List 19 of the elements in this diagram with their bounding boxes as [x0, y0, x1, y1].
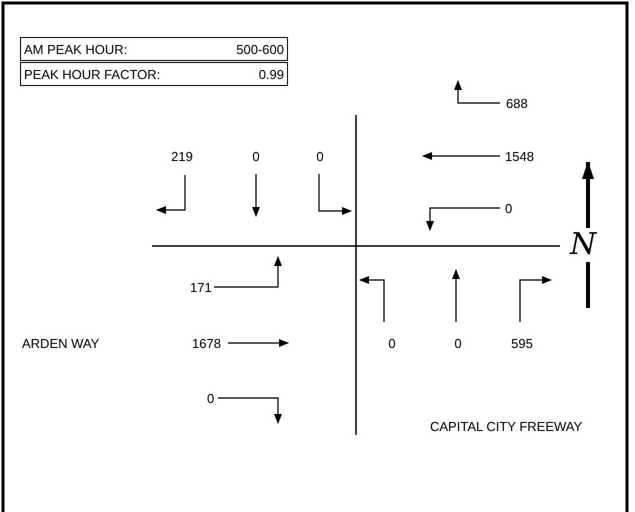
traffic-volume: 0 — [505, 201, 512, 216]
table-cell: 0.99 — [205, 62, 288, 86]
traffic-volume: 0 — [454, 336, 462, 351]
north-symbol: N — [570, 228, 596, 262]
table-cell: AM PEAK HOUR: — [20, 37, 205, 61]
street-name: CAPITAL CITY FREEWAY — [430, 419, 582, 434]
traffic-volume: 171 — [190, 280, 212, 295]
traffic-volume: 595 — [511, 336, 533, 351]
table-cell: 500-600 — [205, 37, 288, 61]
traffic-volume: 0 — [316, 149, 324, 164]
traffic-volume: 1548 — [505, 149, 534, 164]
street-name: ARDEN WAY — [22, 336, 100, 351]
traffic-volume: 219 — [171, 149, 193, 164]
traffic-volume: 0 — [252, 149, 260, 164]
traffic-volume: 1678 — [192, 336, 221, 351]
traffic-volume: 0 — [388, 336, 396, 351]
traffic-volume: 688 — [506, 96, 528, 111]
table-cell: PEAK HOUR FACTOR: — [20, 62, 205, 86]
traffic-volume: 0 — [207, 391, 214, 406]
